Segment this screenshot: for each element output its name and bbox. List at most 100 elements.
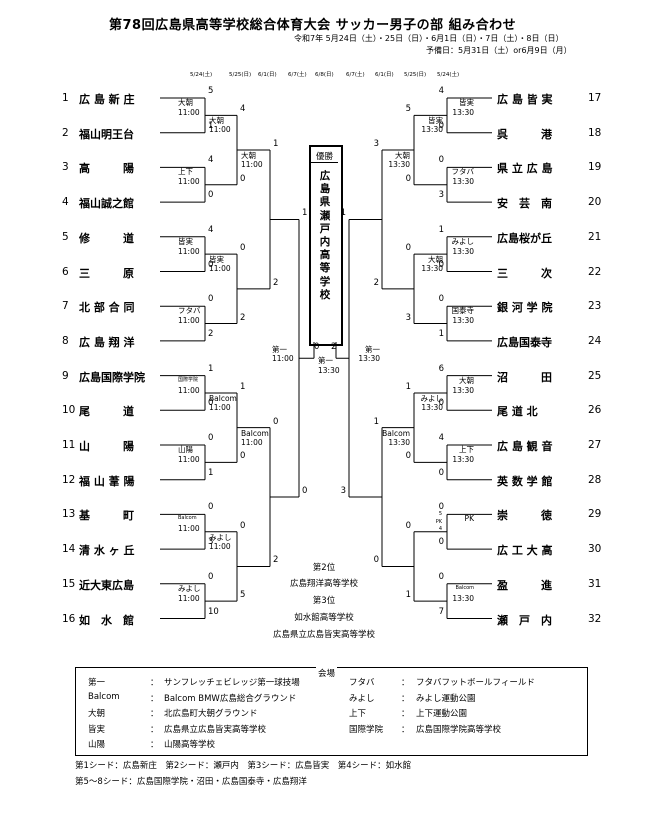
team-number-right: 25 bbox=[588, 369, 602, 382]
r1-score-top-right: 1 bbox=[438, 224, 444, 235]
r1-score-top-left: 1 bbox=[208, 363, 214, 374]
r3-time-left: 11:00 bbox=[241, 437, 263, 447]
team-number-left: 10 bbox=[62, 404, 76, 417]
r2-time-left: 11:00 bbox=[209, 264, 231, 274]
r1-time-right: 13:30 bbox=[452, 593, 474, 603]
team-number-left: 11 bbox=[62, 439, 76, 451]
pk-score-bottom-right: 4 bbox=[438, 526, 442, 533]
r1-score-bottom-right: 7 bbox=[438, 606, 444, 617]
r1-venue-right: PK bbox=[464, 514, 474, 524]
round-date-left-3: 6/7(土) bbox=[288, 72, 307, 78]
round-date-right-1: 6/1(日) bbox=[375, 72, 394, 78]
team-name-left: 如 水 館 bbox=[79, 613, 134, 627]
venue-colon: ： bbox=[401, 709, 410, 719]
r3-venue-right: 大朝 bbox=[395, 151, 410, 161]
team-name-right: 広 島 観 音 bbox=[497, 440, 553, 453]
r1-score-bottom-right: 3 bbox=[438, 190, 444, 201]
r1-score-bottom-right: 0 bbox=[438, 120, 444, 131]
team-number-left: 3 bbox=[62, 161, 69, 174]
venue-colon: ： bbox=[150, 724, 159, 735]
r1-score-top-right: 0 bbox=[438, 571, 444, 582]
r1-venue-left: 山陽 bbox=[178, 445, 193, 454]
team-number-left: 6 bbox=[62, 265, 69, 278]
round-date-left-0: 5/24(土) bbox=[190, 72, 213, 78]
r2-score-bottom-right: 3 bbox=[405, 312, 411, 323]
r1-venue-left: 上下 bbox=[178, 167, 193, 177]
r3-time-left: 11:00 bbox=[241, 160, 263, 170]
r3-time-right: 13:30 bbox=[388, 160, 410, 170]
r1-score-bottom-left: 1 bbox=[208, 120, 214, 131]
r2-score-top-left: 1 bbox=[240, 381, 246, 392]
team-number-right: 20 bbox=[588, 196, 602, 209]
team-number-left: 2 bbox=[62, 126, 69, 139]
venue-colon: ： bbox=[150, 740, 159, 750]
r2-venue-right: 大朝 bbox=[428, 255, 443, 265]
venue-colon: ： bbox=[401, 693, 410, 704]
team-name-left: 尾 道 bbox=[79, 405, 134, 419]
seed-note-2: 第5～8シード：広島国際学院・沼田・広島国泰寺・広島翔洋 bbox=[75, 777, 307, 787]
r1-time-left: 11:00 bbox=[178, 524, 200, 534]
final-score-right: 2 bbox=[331, 342, 337, 352]
third-place-team-1: 如水館高等学校 bbox=[294, 613, 354, 623]
r1-time-left: 11:00 bbox=[178, 385, 200, 395]
r1-score-bottom-right: 1 bbox=[438, 328, 444, 339]
r1-venue-right: フタバ bbox=[451, 167, 475, 177]
r2-time-left: 11:00 bbox=[209, 541, 231, 551]
pk-score-top-right: 5 bbox=[438, 511, 442, 518]
team-name-left: 広 島 新 庄 bbox=[79, 93, 135, 106]
team-number-right: 22 bbox=[588, 265, 602, 278]
pk-label-right: PK bbox=[435, 519, 442, 526]
spare-date: 予備日：5月31日（土）or6月9日（月） bbox=[426, 46, 572, 55]
r2-score-bottom-right: 1 bbox=[405, 590, 411, 601]
team-number-left: 15 bbox=[62, 577, 76, 590]
team-name-left: 福山誠之館 bbox=[79, 197, 134, 211]
team-name-left: 基 町 bbox=[79, 509, 134, 523]
r1-venue-right: Balcom bbox=[455, 584, 474, 591]
team-name-right: 沼 田 bbox=[497, 370, 552, 384]
champion-label: 優勝 bbox=[311, 150, 338, 163]
r1-score-top-right: 4 bbox=[438, 433, 444, 443]
r1-score-bottom-right: 0 bbox=[438, 398, 444, 409]
final-venue: 第一 bbox=[318, 356, 333, 365]
venue-abbr: Balcom bbox=[88, 691, 120, 702]
r3-score-bottom-right: 0 bbox=[373, 555, 379, 566]
team-name-right: 瀬 戸 内 bbox=[497, 613, 552, 627]
team-number-right: 27 bbox=[588, 439, 602, 451]
team-name-right: 広 工 大 高 bbox=[497, 544, 553, 558]
r1-score-bottom-right: 0 bbox=[438, 259, 444, 270]
semi-venue-right: 第一 bbox=[365, 345, 380, 355]
venue-legend: 会場 第一サンフレッチェビレッジ第一球技場フタバフタバフットボールフィールド：：… bbox=[75, 667, 588, 756]
semi-time-left: 11:00 bbox=[272, 354, 294, 364]
team-number-left: 7 bbox=[62, 300, 69, 313]
r1-score-top-left: 0 bbox=[208, 294, 214, 305]
r2-venue-left: みよし bbox=[209, 532, 232, 542]
team-name-left: 近大東広島 bbox=[79, 578, 134, 592]
r1-score-bottom-left: 0 bbox=[208, 398, 214, 409]
venue-name: 広島県立広島皆実高等学校 bbox=[164, 724, 267, 735]
venue-name: フタバフットボールフィールド bbox=[416, 678, 535, 688]
seed-note-1: 第1シード：広島新庄 第2シード：瀬戸内 第3シード：広島皆実 第4シード：如水… bbox=[75, 761, 412, 771]
team-number-left: 1 bbox=[62, 92, 69, 104]
r1-score-bottom-right: 0 bbox=[438, 537, 444, 548]
round-date-right-3: 5/24(土) bbox=[437, 72, 460, 78]
r2-time-left: 11:00 bbox=[209, 125, 231, 135]
r3-score-top-left: 0 bbox=[273, 416, 279, 427]
r1-time-left: 11:00 bbox=[178, 455, 200, 464]
venue-colon: ： bbox=[150, 693, 159, 704]
r1-time-left: 11:00 bbox=[178, 316, 200, 326]
r1-venue-right: 上下 bbox=[459, 445, 474, 454]
r2-score-bottom-left: 0 bbox=[240, 173, 246, 184]
team-number-left: 5 bbox=[62, 230, 69, 243]
round-date-right-2: 5/25(日) bbox=[404, 72, 427, 78]
r2-venue-left: Balcom bbox=[209, 393, 237, 403]
team-number-right: 32 bbox=[588, 612, 602, 625]
team-name-right: 銀 河 学 院 bbox=[497, 301, 553, 315]
team-number-right: 19 bbox=[588, 161, 602, 174]
venue-colon: ： bbox=[401, 678, 410, 688]
r1-score-bottom-left: 3 bbox=[208, 537, 214, 548]
champion-name: 広島県瀬戸内高等学校 bbox=[319, 170, 331, 301]
team-number-left: 14 bbox=[62, 543, 76, 556]
team-name-right: 安 芸 南 bbox=[497, 197, 552, 211]
r1-score-top-left: 4 bbox=[208, 155, 214, 166]
